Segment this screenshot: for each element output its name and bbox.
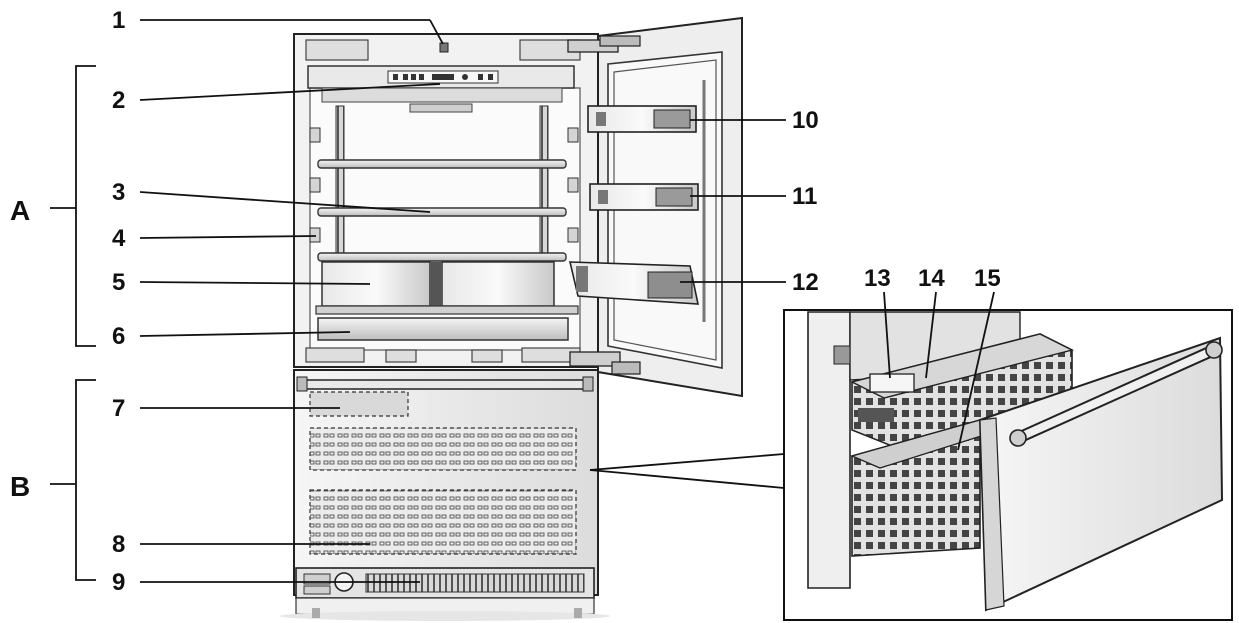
label-14: 14 <box>918 265 945 292</box>
label-5: 5 <box>112 269 125 296</box>
group-label-b: B <box>10 471 30 502</box>
bracket-b <box>50 379 96 581</box>
label-3: 3 <box>112 179 125 206</box>
door-bin-bottom <box>568 261 700 305</box>
door-bin-top <box>587 105 697 133</box>
group-label-a: A <box>10 195 30 226</box>
label-1: 1 <box>112 7 125 34</box>
crisper-drawer-right <box>441 261 555 307</box>
label-4: 4 <box>112 225 126 252</box>
label-13: 13 <box>864 265 891 292</box>
label-6: 6 <box>112 323 125 350</box>
freezer-handle <box>299 379 591 390</box>
label-9: 9 <box>112 569 125 596</box>
label-2: 2 <box>112 87 125 114</box>
deli-drawer <box>317 317 569 341</box>
glass-shelf-1 <box>317 159 567 169</box>
freezer-basket-upper <box>309 427 577 471</box>
freezer-drawer-inset <box>783 309 1233 621</box>
zoom-line-lower <box>589 469 785 489</box>
freezer-label-area <box>309 391 409 417</box>
top-sensor <box>439 42 449 53</box>
leader-lines <box>139 19 995 583</box>
glass-shelf-2 <box>317 207 567 217</box>
label-8: 8 <box>112 531 125 558</box>
zoom-line-upper <box>589 453 785 471</box>
label-10: 10 <box>792 107 819 134</box>
label-12: 12 <box>792 269 819 296</box>
label-11: 11 <box>792 183 817 210</box>
inset-ice-tray <box>869 373 915 393</box>
bracket-a <box>50 65 96 347</box>
door-bin-middle <box>589 183 699 211</box>
glass-shelf-3 <box>317 252 567 262</box>
label-7: 7 <box>112 395 125 422</box>
label-15: 15 <box>974 265 1001 292</box>
refrigerator-illustration <box>280 16 743 621</box>
